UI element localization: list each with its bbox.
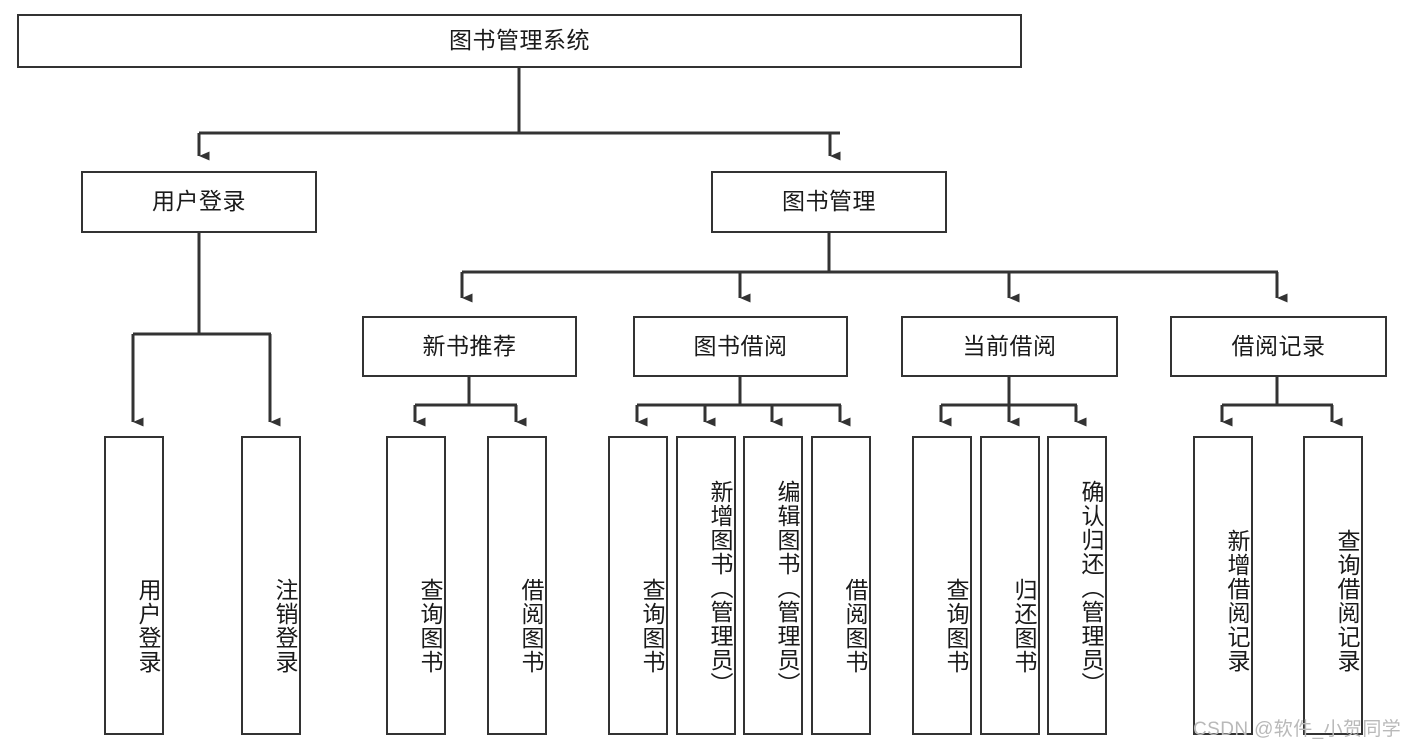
node-label: 当前借阅: [962, 332, 1057, 359]
node-borrow-record[interactable]: 借阅记录: [1170, 316, 1387, 377]
node-label: 查询图书: [639, 577, 665, 674]
edge-borrowrecord-to-leaves: [1220, 377, 1343, 427]
node-label: 查询图书: [417, 577, 443, 674]
edge-root-to-level2: [197, 68, 841, 161]
node-label: 借阅记录: [1231, 332, 1326, 359]
node-leaf-confirm-return-admin[interactable]: 确认归还（管理员）: [1047, 436, 1107, 735]
node-current-borrow[interactable]: 当前借阅: [901, 316, 1118, 377]
node-leaf-query-book-2[interactable]: 查询图书: [608, 436, 668, 735]
node-leaf-edit-book-admin[interactable]: 编辑图书（管理员）: [743, 436, 803, 735]
edge-userlogin-to-leaves: [131, 233, 281, 427]
node-book-management[interactable]: 图书管理: [711, 171, 947, 233]
node-label: 用户登录: [152, 188, 246, 215]
node-label: 图书借阅: [693, 332, 788, 359]
node-leaf-logout-login[interactable]: 注销登录: [241, 436, 301, 735]
edge-bookmanage-to-level3: [460, 233, 1288, 303]
node-leaf-borrow-book-2[interactable]: 借阅图书: [811, 436, 871, 735]
node-label: 图书管理系统: [449, 27, 590, 54]
node-label: 查询图书: [943, 577, 969, 674]
node-label: 新书推荐: [422, 332, 517, 359]
node-label: 编辑图书（管理员）: [774, 479, 800, 696]
node-book-borrow[interactable]: 图书借阅: [633, 316, 848, 377]
node-label: 注销登录: [272, 577, 298, 674]
node-leaf-query-book-3[interactable]: 查询图书: [912, 436, 972, 735]
node-label: 借阅图书: [518, 577, 544, 674]
node-root-book-management-system[interactable]: 图书管理系统: [17, 14, 1022, 68]
node-new-book-recommend[interactable]: 新书推荐: [362, 316, 577, 377]
node-label: 确认归还（管理员）: [1078, 479, 1104, 696]
node-leaf-query-book-1[interactable]: 查询图书: [386, 436, 446, 735]
node-label: 用户登录: [135, 577, 161, 674]
node-leaf-return-book[interactable]: 归还图书: [980, 436, 1040, 735]
edge-newbook-to-leaves: [413, 377, 527, 427]
node-leaf-borrow-book-1[interactable]: 借阅图书: [487, 436, 547, 735]
edge-bookborrow-to-leaves: [635, 377, 851, 427]
node-user-login[interactable]: 用户登录: [81, 171, 317, 233]
node-label: 新增借阅记录: [1224, 528, 1250, 673]
csdn-watermark: CSDN @软件_小贺同学: [1193, 719, 1402, 740]
node-label: 查询借阅记录: [1334, 528, 1360, 673]
node-leaf-add-book-admin[interactable]: 新增图书（管理员）: [676, 436, 736, 735]
node-leaf-add-borrow-record[interactable]: 新增借阅记录: [1193, 436, 1253, 735]
node-label: 图书管理: [782, 188, 876, 215]
edge-currentborrow-to-leaves: [939, 377, 1087, 427]
node-leaf-user-login[interactable]: 用户登录: [104, 436, 164, 735]
node-label: 归还图书: [1011, 577, 1037, 674]
node-label: 借阅图书: [842, 577, 868, 674]
node-label: 新增图书（管理员）: [707, 479, 733, 696]
node-leaf-query-borrow-record[interactable]: 查询借阅记录: [1303, 436, 1363, 735]
